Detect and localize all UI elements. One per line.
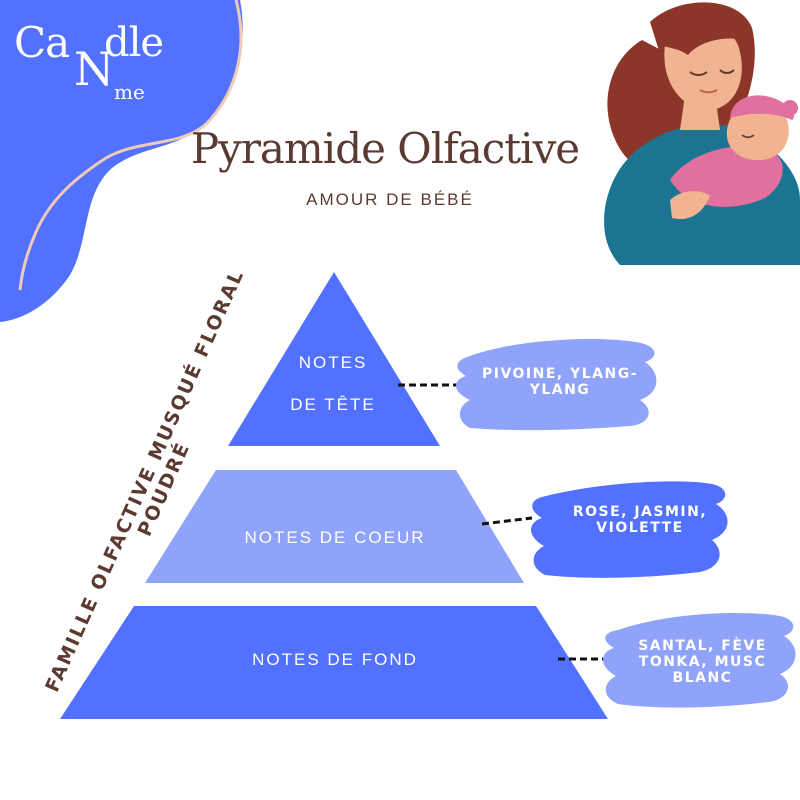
note-label-bottom: SANTAL, FÈVE TONKA, MUSC BLANC bbox=[610, 638, 795, 686]
page-title: Pyramide Olfactive bbox=[190, 124, 580, 173]
note-bottom-line2: TONKA, MUSC bbox=[638, 654, 767, 670]
logo-text-dle: dle bbox=[104, 20, 164, 66]
note-middle-line2: VIOLETTE bbox=[596, 520, 684, 536]
note-middle-line1: ROSE, JASMIN, bbox=[572, 504, 708, 520]
note-label-middle: ROSE, JASMIN, VIOLETTE bbox=[540, 504, 740, 536]
note-bottom-line3: BLANC bbox=[672, 670, 733, 686]
note-label-top: PIVOINE, YLANG- YLANG bbox=[460, 366, 660, 398]
tier-middle-label: NOTES DE COEUR bbox=[244, 528, 426, 547]
mother-baby-illustration bbox=[604, 2, 800, 265]
note-bg-top bbox=[455, 338, 657, 431]
note-top-line2: YLANG bbox=[529, 382, 591, 398]
pyramid-top-tier bbox=[228, 272, 440, 446]
note-bg-bottom bbox=[603, 612, 796, 708]
pyramid-middle-tier bbox=[145, 470, 524, 583]
logo-text-n: N bbox=[74, 42, 115, 96]
note-top-line1: PIVOINE, YLANG- bbox=[481, 366, 639, 382]
logo-text-ca: Ca bbox=[14, 18, 70, 67]
note-bg-middle bbox=[531, 481, 728, 578]
logo-text-me: me bbox=[114, 80, 145, 104]
connector-middle bbox=[481, 516, 533, 526]
tier-bottom-label: NOTES DE FOND bbox=[252, 650, 418, 669]
page-subtitle: AMOUR DE BÉBÉ bbox=[306, 190, 474, 209]
decorative-curve bbox=[18, 0, 243, 291]
tier-top-label-line2: DE TÊTE bbox=[290, 395, 376, 414]
note-bottom-line1: SANTAL, FÈVE bbox=[638, 638, 767, 654]
corner-blob bbox=[0, 0, 243, 322]
tier-top-label-line1: NOTES bbox=[298, 353, 368, 372]
tier-top-label: NOTES DE TÊTE bbox=[248, 342, 418, 426]
pyramid-bottom-tier bbox=[60, 606, 608, 719]
